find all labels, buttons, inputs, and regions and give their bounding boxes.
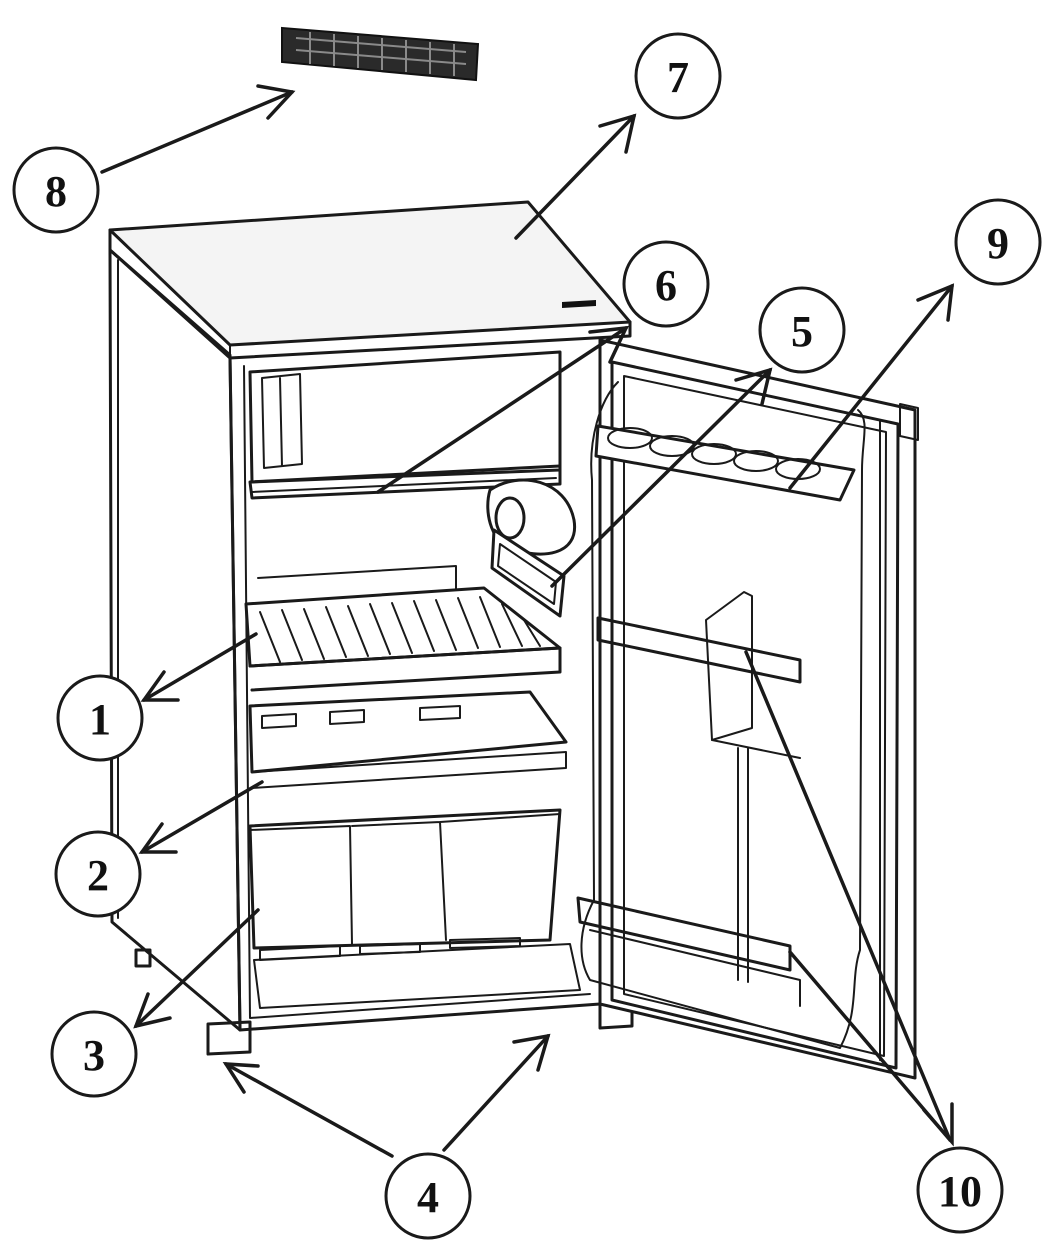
callout-10: 10: [916, 1146, 1004, 1234]
callout-6: 6: [622, 240, 710, 328]
callout-8-label: 8: [45, 167, 67, 216]
ice-tray-part: [281, 26, 480, 82]
callout-7-circle: [634, 32, 722, 120]
egg-tray: [594, 424, 856, 502]
callout-6-circle: [622, 240, 710, 328]
callout-2: 2: [54, 830, 142, 918]
callout-5-label: 5: [791, 307, 813, 356]
callout-9-circle: [954, 198, 1042, 286]
callout-5-circle: [758, 286, 846, 374]
cabinet-body: [108, 200, 634, 1056]
callout-2-circle: [54, 830, 142, 918]
crisper-cover: [248, 690, 568, 789]
callout-7: 7: [634, 32, 722, 120]
callout-3-label: 3: [83, 1031, 105, 1080]
callout-4-circle: [384, 1152, 472, 1240]
wire-shelf: [244, 565, 562, 692]
callout-1-label: 1: [89, 695, 111, 744]
callout-4-label: 4: [417, 1173, 439, 1222]
freezer-compartment: [248, 350, 562, 484]
callout-9: 9: [954, 198, 1042, 286]
interior: [244, 350, 581, 1009]
callout-2-label: 2: [87, 851, 109, 900]
door: [576, 338, 919, 1080]
foot-rear-left: [134, 948, 152, 968]
callout-8: 8: [12, 146, 100, 234]
callout-3-circle: [50, 1010, 138, 1098]
foot-front-left: [206, 1020, 252, 1056]
callout-6-label: 6: [655, 261, 677, 310]
crisper-drawer: [248, 808, 562, 961]
callout-9-label: 9: [987, 219, 1009, 268]
callout-10-label: 10: [938, 1167, 982, 1216]
callout-1: 1: [56, 674, 144, 762]
callout-4: 4: [384, 1152, 472, 1240]
leader-lines: [100, 84, 955, 1158]
callout-1-circle: [56, 674, 144, 762]
callout-3: 3: [50, 1010, 138, 1098]
callout-10-circle: [916, 1146, 1004, 1234]
cabinet-left-side: [108, 248, 242, 1032]
callout-7-label: 7: [667, 53, 689, 102]
callout-8-circle: [12, 146, 100, 234]
callout-5: 5: [758, 286, 846, 374]
door-shelf-lower: [576, 896, 801, 1007]
door-outer: [598, 338, 917, 1080]
